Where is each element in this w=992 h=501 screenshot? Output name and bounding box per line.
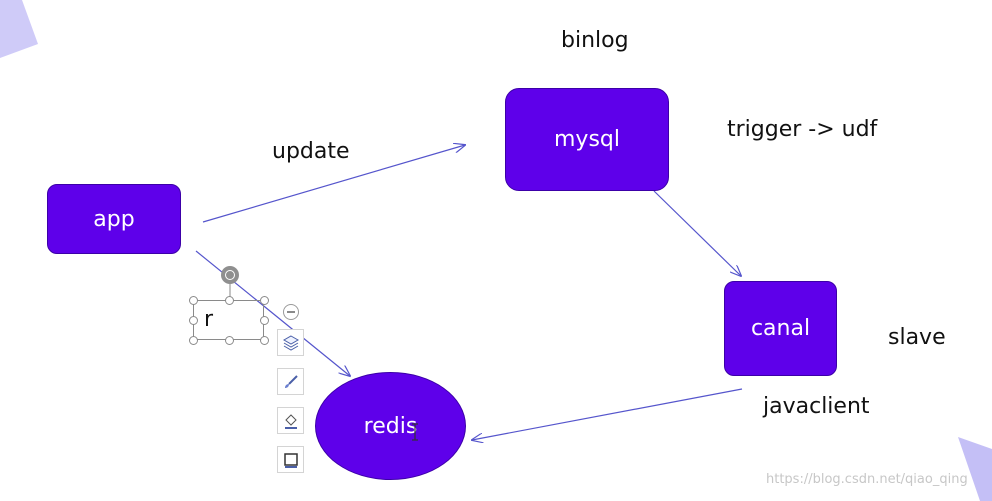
label-update[interactable]: update [272,139,350,164]
resize-handle-bottom[interactable] [225,336,234,345]
node-redis[interactable]: redis [315,372,466,480]
resize-handle-top[interactable] [225,296,234,305]
node-redis-label: redis [363,413,418,439]
node-canal-label: canal [750,316,811,341]
label-javaclient[interactable]: javaclient [763,394,870,419]
resize-handle-right[interactable] [260,316,269,325]
resize-handle-bottom-right[interactable] [260,336,269,345]
collapse-toolbar-button[interactable] [283,304,299,320]
watermark: https://blog.csdn.net/qiao_qing [766,472,968,487]
text-box-content[interactable]: r [204,307,214,332]
node-app[interactable]: app [47,184,181,254]
brush-icon [284,374,298,388]
resize-handle-top-right[interactable] [260,296,269,305]
edge-mysql-to-canal[interactable] [653,190,741,276]
edge-app-to-mysql[interactable] [202,145,465,223]
rotate-handle[interactable] [221,266,239,284]
corner-decoration-bottom-right [958,437,992,501]
edge-canal-to-redis[interactable] [472,388,743,440]
node-mysql[interactable]: mysql [505,88,669,191]
node-canal[interactable]: canal [724,281,837,376]
label-slave[interactable]: slave [888,325,946,350]
layers-icon [282,334,299,351]
brush-button[interactable] [277,368,304,395]
node-mysql-label: mysql [554,127,620,152]
resize-handle-top-left[interactable] [189,296,198,305]
corner-decoration-top-left [0,0,38,58]
layers-button[interactable] [277,329,304,356]
selected-text-box[interactable]: r [193,300,264,340]
resize-handle-left[interactable] [189,316,198,325]
fill-icon [284,413,297,429]
border-button[interactable] [277,446,304,473]
border-icon [283,452,298,468]
fill-button[interactable] [277,407,304,434]
label-binlog[interactable]: binlog [561,28,629,53]
text-cursor-icon [412,423,418,441]
label-trigger-udf[interactable]: trigger -> udf [727,117,878,142]
resize-handle-bottom-left[interactable] [189,336,198,345]
node-app-label: app [93,206,135,232]
